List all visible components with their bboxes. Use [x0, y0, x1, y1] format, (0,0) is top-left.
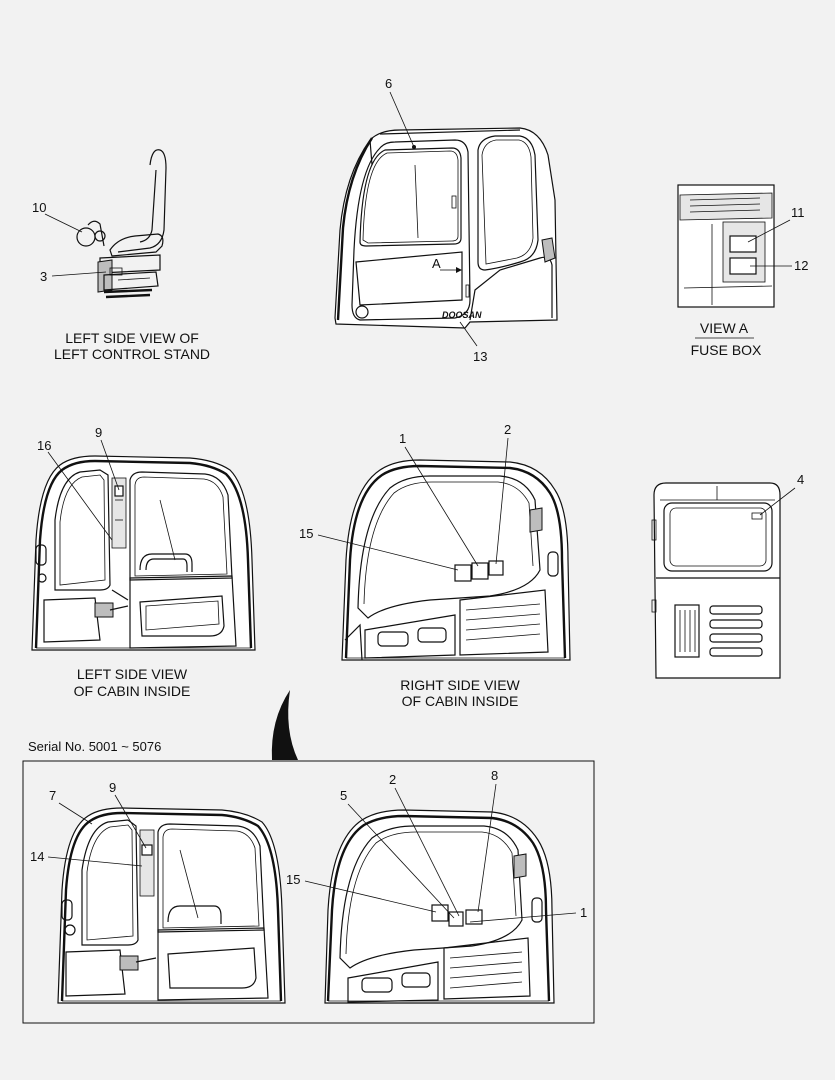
callout-1-top: 1 [399, 431, 479, 567]
callout-9b-label: 9 [109, 780, 116, 795]
brand-logo: DOOSAN [442, 310, 482, 320]
view-arrow-label: A [432, 256, 441, 271]
callout-2b-label: 2 [389, 772, 396, 787]
callout-14-bottom: 14 [30, 849, 143, 867]
caption-left-stand-line1: LEFT SIDE VIEW OF [65, 330, 199, 346]
callout-1-label: 1 [399, 431, 406, 446]
cabin-left-inside-drawing [31, 455, 256, 651]
callout-9-top: 9 [95, 425, 120, 491]
callout-9-bottom: 9 [109, 780, 147, 849]
cabin-rear-view-drawing [651, 482, 781, 679]
callout-6: 6 [385, 76, 416, 149]
left-control-stand-drawing [87, 149, 167, 299]
crescent-mark [271, 690, 298, 760]
caption-fuse-box: FUSE BOX [691, 342, 762, 358]
callout-10: 10 [32, 200, 96, 247]
callout-1-bottom: 1 [469, 905, 587, 923]
callout-16: 16 [37, 438, 113, 541]
callout-3: 3 [40, 269, 107, 284]
callout-10-label: 10 [32, 200, 46, 215]
caption-right-cabin-line1: RIGHT SIDE VIEW [400, 677, 520, 693]
callout-15-top: 15 [299, 526, 459, 571]
caption-right-cabin-line2: OF CABIN INSIDE [402, 693, 519, 709]
callout-9-label: 9 [95, 425, 102, 440]
callout-2-top: 2 [495, 422, 511, 565]
fuse-box-view [677, 184, 775, 308]
callout-5-label: 5 [340, 788, 347, 803]
callout-15-bottom: 15 [286, 872, 437, 913]
callout-4: 4 [759, 472, 804, 516]
callout-16-label: 16 [37, 438, 51, 453]
callout-3-label: 3 [40, 269, 47, 284]
callout-2-label: 2 [504, 422, 511, 437]
callout-8-bottom: 8 [477, 768, 498, 913]
callout-6-label: 6 [385, 76, 392, 91]
callout-12: 12 [750, 258, 808, 273]
callout-12-label: 12 [794, 258, 808, 273]
caption-left-cabin-line2: OF CABIN INSIDE [74, 683, 191, 699]
caption-left-cabin-line1: LEFT SIDE VIEW [77, 666, 188, 682]
cabin-exterior-drawing: DOOSAN A [334, 127, 558, 329]
serial-box-frame [22, 760, 595, 1024]
serial-cabin-right-drawing [324, 809, 555, 1004]
callout-14-label: 14 [30, 849, 44, 864]
callout-2-bottom: 2 [389, 772, 460, 917]
callout-13-label: 13 [473, 349, 487, 364]
serial-number-label: Serial No. 5001 ~ 5076 [28, 739, 161, 754]
callout-11: 11 [747, 205, 805, 243]
callout-8-label: 8 [491, 768, 498, 783]
callout-11-label: 11 [791, 205, 805, 220]
callout-4-label: 4 [797, 472, 804, 487]
callout-7-label: 7 [49, 788, 56, 803]
callout-13: 13 [459, 321, 487, 364]
caption-view-a: VIEW A [700, 320, 749, 336]
callout-5-bottom: 5 [340, 788, 455, 919]
cabin-right-inside-drawing [341, 459, 571, 661]
callout-15b-label: 15 [286, 872, 300, 887]
callout-7-bottom: 7 [49, 788, 93, 825]
serial-cabin-left-drawing [57, 807, 286, 1004]
callout-15-label: 15 [299, 526, 313, 541]
callout-1b-label: 1 [580, 905, 587, 920]
caption-left-stand-line2: LEFT CONTROL STAND [54, 346, 210, 362]
